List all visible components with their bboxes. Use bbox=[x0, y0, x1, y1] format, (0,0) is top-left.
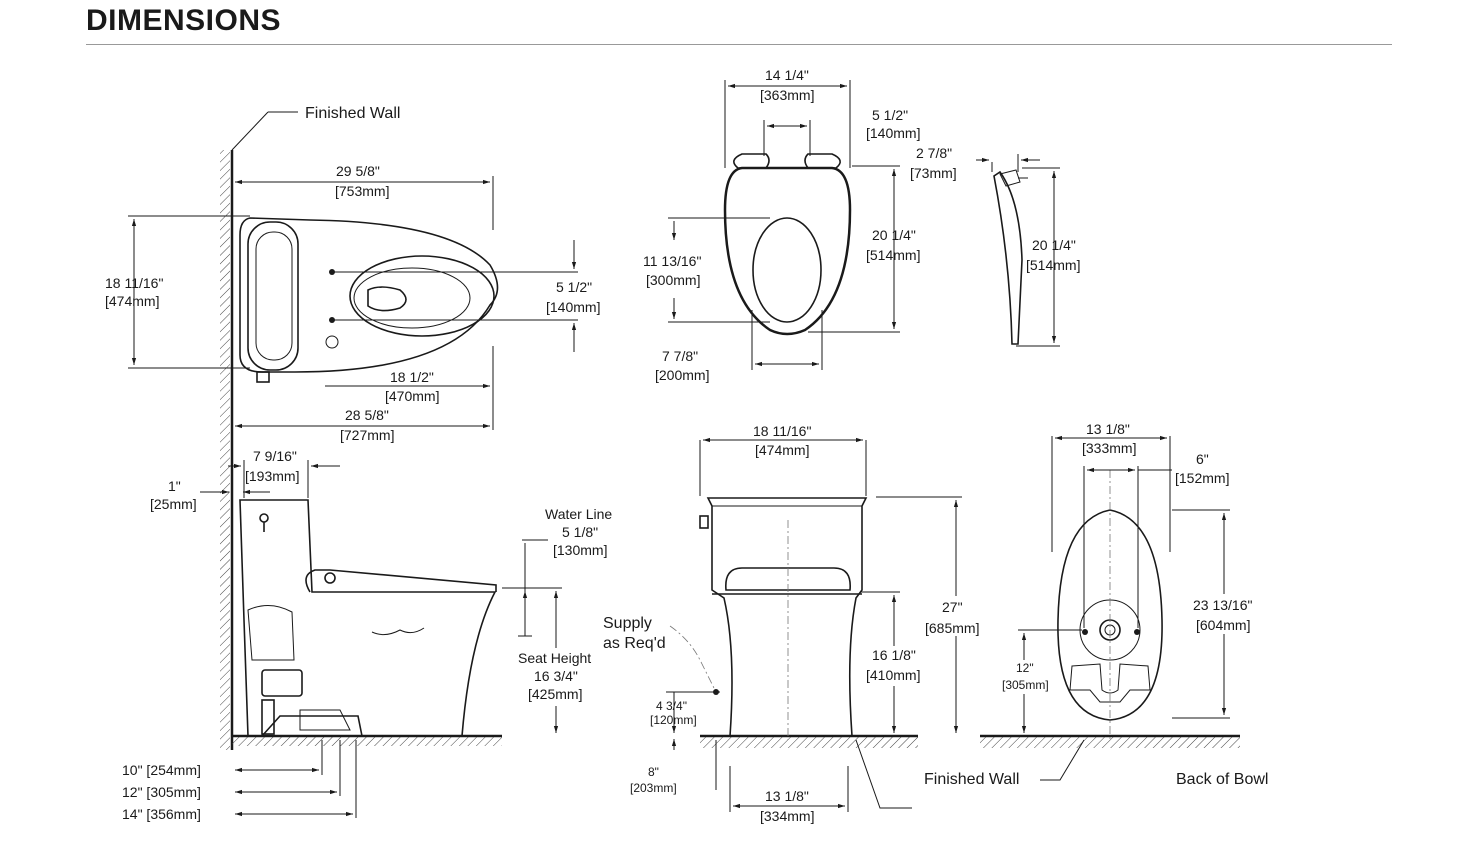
svg-text:7 9/16": 7 9/16" bbox=[253, 448, 297, 464]
svg-text:8": 8" bbox=[648, 765, 659, 779]
svg-text:4 3/4": 4 3/4" bbox=[656, 699, 687, 713]
supply-valve-side bbox=[261, 669, 303, 697]
top-view: Finished Wall 29 5/8" [753mm] 18 11/16" … bbox=[105, 105, 600, 750]
svg-text:1": 1" bbox=[168, 478, 181, 494]
svg-text:[425mm]: [425mm] bbox=[528, 686, 582, 702]
svg-text:[514mm]: [514mm] bbox=[1026, 257, 1080, 273]
svg-text:16 3/4": 16 3/4" bbox=[534, 668, 578, 684]
svg-text:[193mm]: [193mm] bbox=[245, 468, 299, 484]
seat-side-outline bbox=[993, 170, 1023, 345]
svg-text:2 7/8": 2 7/8" bbox=[916, 145, 952, 161]
svg-text:28 5/8": 28 5/8" bbox=[345, 407, 389, 423]
svg-text:11 13/16": 11 13/16" bbox=[643, 253, 701, 269]
svg-text:[120mm]: [120mm] bbox=[650, 713, 697, 727]
flush-button-icon bbox=[325, 335, 339, 349]
svg-text:[470mm]: [470mm] bbox=[385, 388, 439, 404]
svg-text:16 1/8": 16 1/8" bbox=[872, 647, 916, 663]
svg-text:6": 6" bbox=[1196, 451, 1209, 467]
finished-wall-label: Finished Wall bbox=[305, 105, 400, 122]
svg-text:[203mm]: [203mm] bbox=[630, 781, 677, 795]
svg-text:[305mm]: [305mm] bbox=[1002, 678, 1049, 692]
svg-text:12": 12" bbox=[1016, 661, 1034, 675]
svg-text:[363mm]: [363mm] bbox=[760, 87, 814, 103]
svg-text:18 11/16": 18 11/16" bbox=[105, 275, 163, 291]
svg-text:[333mm]: [333mm] bbox=[1082, 440, 1136, 456]
svg-text:7 7/8": 7 7/8" bbox=[662, 348, 698, 364]
svg-text:5 1/2": 5 1/2" bbox=[556, 279, 592, 295]
svg-text:[474mm]: [474mm] bbox=[105, 293, 159, 309]
seat-side-view: 2 7/8" [73mm] 20 1/4" [514mm] bbox=[910, 145, 1080, 347]
svg-text:[685mm]: [685mm] bbox=[925, 620, 979, 636]
svg-text:Seat Height: Seat Height bbox=[518, 650, 591, 666]
seat-outline bbox=[723, 166, 852, 336]
svg-text:[140mm]: [140mm] bbox=[866, 125, 920, 141]
side-view: 7 9/16" [193mm] 1" [25mm] Water Line 5 1… bbox=[122, 448, 612, 822]
svg-text:[140mm]: [140mm] bbox=[546, 299, 600, 315]
toilet-side-outline bbox=[239, 499, 497, 737]
svg-text:[604mm]: [604mm] bbox=[1196, 617, 1250, 633]
flush-lever-front-icon bbox=[699, 515, 709, 529]
svg-text:13 1/8": 13 1/8" bbox=[1086, 421, 1130, 437]
svg-text:14 1/4": 14 1/4" bbox=[765, 67, 809, 83]
svg-text:Back of Bowl: Back of Bowl bbox=[1176, 771, 1268, 788]
svg-text:Water Line: Water Line bbox=[545, 506, 612, 522]
svg-text:18 11/16": 18 11/16" bbox=[753, 423, 811, 439]
svg-text:[474mm]: [474mm] bbox=[755, 442, 809, 458]
svg-text:23 13/16": 23 13/16" bbox=[1193, 597, 1252, 613]
bowl-opening bbox=[353, 267, 471, 329]
back-of-bowl-view: 13 1/8" [333mm] 6" [152mm] 23 13/16" [60… bbox=[980, 421, 1268, 788]
seat-front bbox=[725, 567, 851, 591]
flush-lever-icon bbox=[259, 513, 269, 523]
seat-side bbox=[305, 569, 497, 593]
toilet-outline bbox=[239, 217, 499, 373]
svg-text:20 1/4": 20 1/4" bbox=[1032, 237, 1076, 253]
tank-lid bbox=[247, 221, 299, 371]
svg-text:10" [254mm]: 10" [254mm] bbox=[122, 762, 201, 778]
finished-wall-hatch bbox=[220, 150, 230, 750]
svg-text:[753mm]: [753mm] bbox=[335, 183, 389, 199]
svg-text:5 1/8": 5 1/8" bbox=[562, 524, 598, 540]
svg-text:[514mm]: [514mm] bbox=[866, 247, 920, 263]
svg-text:Supply: Supply bbox=[603, 615, 652, 632]
svg-text:[73mm]: [73mm] bbox=[910, 165, 957, 181]
svg-text:[25mm]: [25mm] bbox=[150, 496, 197, 512]
svg-text:27": 27" bbox=[942, 599, 963, 615]
svg-text:[300mm]: [300mm] bbox=[646, 272, 700, 288]
outlet bbox=[367, 286, 407, 312]
supply-valve-icon bbox=[256, 371, 270, 383]
svg-text:[130mm]: [130mm] bbox=[553, 542, 607, 558]
svg-text:29 5/8": 29 5/8" bbox=[336, 163, 380, 179]
bowl-rim bbox=[349, 255, 495, 337]
svg-text:18 1/2": 18 1/2" bbox=[390, 369, 434, 385]
toilet-front-outline bbox=[706, 497, 868, 737]
svg-text:5 1/2": 5 1/2" bbox=[872, 107, 908, 123]
svg-text:[727mm]: [727mm] bbox=[340, 427, 394, 443]
finished-wall-leader bbox=[231, 111, 269, 151]
svg-text:20 1/4": 20 1/4" bbox=[872, 227, 916, 243]
svg-text:[410mm]: [410mm] bbox=[866, 667, 920, 683]
bowl-back-outline bbox=[1057, 509, 1163, 721]
page-title: DIMENSIONS bbox=[86, 4, 282, 37]
svg-text:12" [305mm]: 12" [305mm] bbox=[122, 784, 201, 800]
seat-top-view: 14 1/4" [363mm] 5 1/2" [140mm] 20 1/4" [… bbox=[643, 67, 920, 383]
svg-text:13 1/8": 13 1/8" bbox=[765, 788, 809, 804]
floor-hatch bbox=[232, 736, 502, 746]
svg-text:14" [356mm]: 14" [356mm] bbox=[122, 806, 201, 822]
svg-text:Finished Wall: Finished Wall bbox=[924, 771, 1019, 788]
front-view: 18 11/16" [474mm] 27" [685mm] 16 1/8" [4… bbox=[603, 423, 1019, 824]
svg-text:[152mm]: [152mm] bbox=[1175, 470, 1229, 486]
seat-opening bbox=[752, 217, 822, 323]
svg-text:as Req'd: as Req'd bbox=[603, 635, 666, 652]
title-divider bbox=[86, 44, 1392, 45]
svg-text:[334mm]: [334mm] bbox=[760, 808, 814, 824]
svg-text:[200mm]: [200mm] bbox=[655, 367, 709, 383]
